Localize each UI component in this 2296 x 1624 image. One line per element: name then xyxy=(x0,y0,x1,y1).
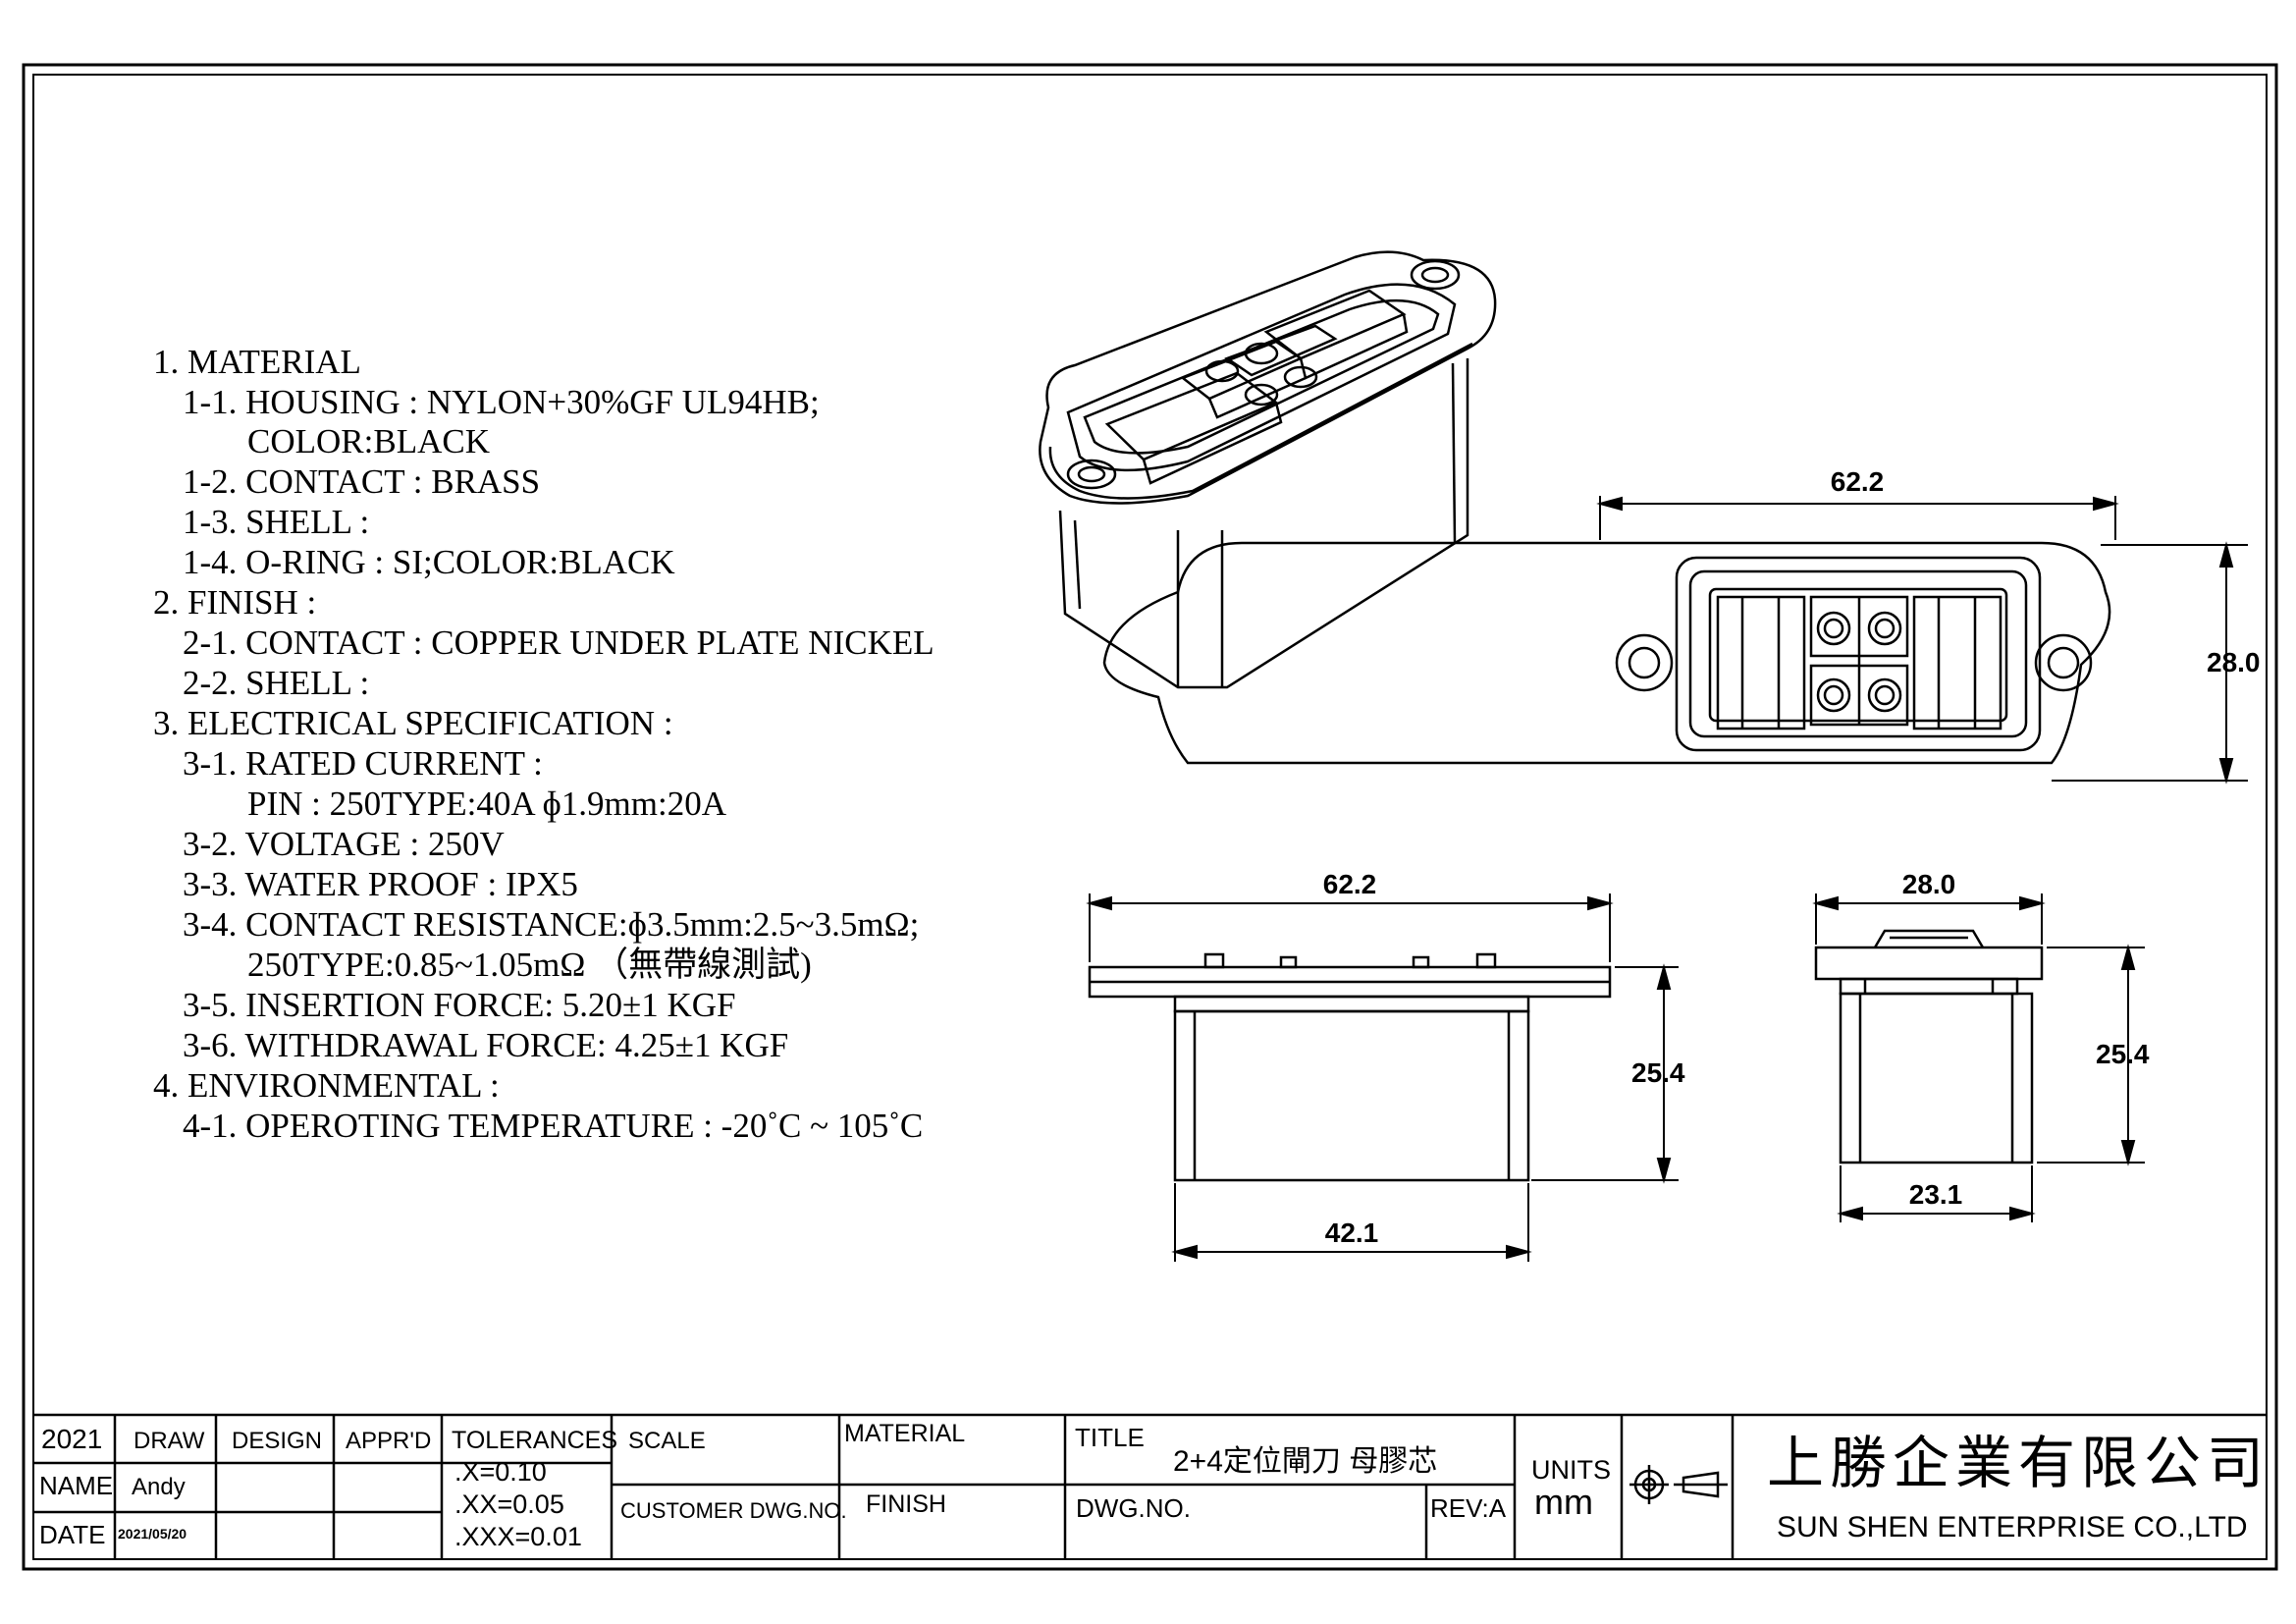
scale-label: SCALE xyxy=(628,1428,706,1454)
dim-top-height: 28.0 xyxy=(2207,647,2261,677)
date-value: 2021/05/20 xyxy=(118,1526,187,1542)
note-line: PIN : 250TYPE:40A ɸ1.9mm:20A xyxy=(247,785,727,823)
title-label: TITLE xyxy=(1075,1423,1145,1452)
note-line: 2. FINISH : xyxy=(153,583,316,622)
dim-side-height: 25.4 xyxy=(2096,1039,2150,1069)
title-value: 2+4定位閘刀 母膠芯 xyxy=(1173,1445,1437,1478)
units-value: mm xyxy=(1534,1482,1593,1522)
dim-side-body-width: 23.1 xyxy=(1909,1179,1963,1210)
inner-border xyxy=(32,74,2268,1560)
note-line: 3-5. INSERTION FORCE: 5.20±1 KGF xyxy=(183,986,736,1024)
outer-border xyxy=(22,63,2278,1571)
note-line: COLOR:BLACK xyxy=(247,422,490,460)
company-name-cn: 上勝企業有限公司 xyxy=(1767,1432,2269,1495)
draw-label: DRAW xyxy=(133,1428,205,1454)
note-line: 1. MATERIAL xyxy=(153,343,361,381)
tolerance-xxx: .XXX=0.01 xyxy=(454,1522,582,1551)
isometric-view xyxy=(1039,250,1497,689)
name-value: Andy xyxy=(132,1474,186,1500)
date-label: DATE xyxy=(39,1520,105,1549)
note-line: 1-1. HOUSING : NYLON+30%GF UL94HB; xyxy=(183,383,820,421)
dim-front-height: 25.4 xyxy=(1631,1057,1685,1088)
note-line: 2-2. SHELL : xyxy=(183,664,369,702)
note-line: 2-1. CONTACT : COPPER UNDER PLATE NICKEL xyxy=(183,623,934,662)
note-line: 3. ELECTRICAL SPECIFICATION : xyxy=(153,704,673,742)
front-view xyxy=(1088,952,1612,1182)
note-line: 4. ENVIRONMENTAL : xyxy=(153,1066,500,1105)
tolerance-x: .X=0.10 xyxy=(454,1457,547,1487)
dim-side-width: 28.0 xyxy=(1902,869,1956,899)
notes-block: 1. MATERIAL 1-1. HOUSING : NYLON+30%GF U… xyxy=(153,343,934,1145)
finish-label: FINISH xyxy=(866,1490,946,1518)
note-line: 250TYPE:0.85~1.05mΩ （無帶線測試) xyxy=(247,946,812,984)
name-label: NAME xyxy=(39,1471,113,1500)
projection-symbol xyxy=(1629,1465,1728,1504)
tolerance-xx: .XX=0.05 xyxy=(454,1489,564,1519)
dim-front-body-width: 42.1 xyxy=(1325,1218,1379,1248)
dim-top-width: 62.2 xyxy=(1831,466,1885,497)
material-label: MATERIAL xyxy=(844,1420,965,1447)
side-view xyxy=(1814,929,2044,1164)
year-cell: 2021 xyxy=(41,1424,102,1454)
dim-front-width: 62.2 xyxy=(1323,869,1377,899)
units-label: UNITS xyxy=(1531,1455,1611,1485)
design-label: DESIGN xyxy=(232,1428,322,1454)
customer-dwg-label: CUSTOMER DWG.NO. xyxy=(620,1498,847,1523)
note-line: 4-1. OPEROTING TEMPERATURE : -20˚C ~ 105… xyxy=(183,1107,923,1145)
title-block: 2021 DRAW DESIGN APPR'D NAME Andy DATE 2… xyxy=(33,1413,2269,1559)
note-line: 3-2. VOLTAGE : 250V xyxy=(183,825,505,863)
rev-label: REV:A xyxy=(1430,1493,1507,1523)
tolerances-label: TOLERANCES xyxy=(452,1427,617,1454)
note-line: 3-1. RATED CURRENT : xyxy=(183,744,543,783)
note-line: 1-3. SHELL : xyxy=(183,503,369,541)
note-line: 1-2. CONTACT : BRASS xyxy=(183,462,540,501)
apprd-label: APPR'D xyxy=(346,1428,431,1454)
note-line: 3-4. CONTACT RESISTANCE:ɸ3.5mm:2.5~3.5mΩ… xyxy=(183,905,919,944)
note-line: 3-3. WATER PROOF : IPX5 xyxy=(183,865,578,903)
note-line: 1-4. O-RING : SI;COLOR:BLACK xyxy=(183,543,675,581)
note-line: 3-6. WITHDRAWAL FORCE: 4.25±1 KGF xyxy=(183,1026,788,1064)
dwg-no-label: DWG.NO. xyxy=(1076,1493,1191,1523)
company-name-en: SUN SHEN ENTERPRISE CO.,LTD xyxy=(1777,1511,2248,1543)
top-view xyxy=(1102,541,2111,765)
dimension-lines: 62.2 28.0 62.2 42.1 25.4 28.0 23.1 25.4 xyxy=(1086,466,2261,1262)
